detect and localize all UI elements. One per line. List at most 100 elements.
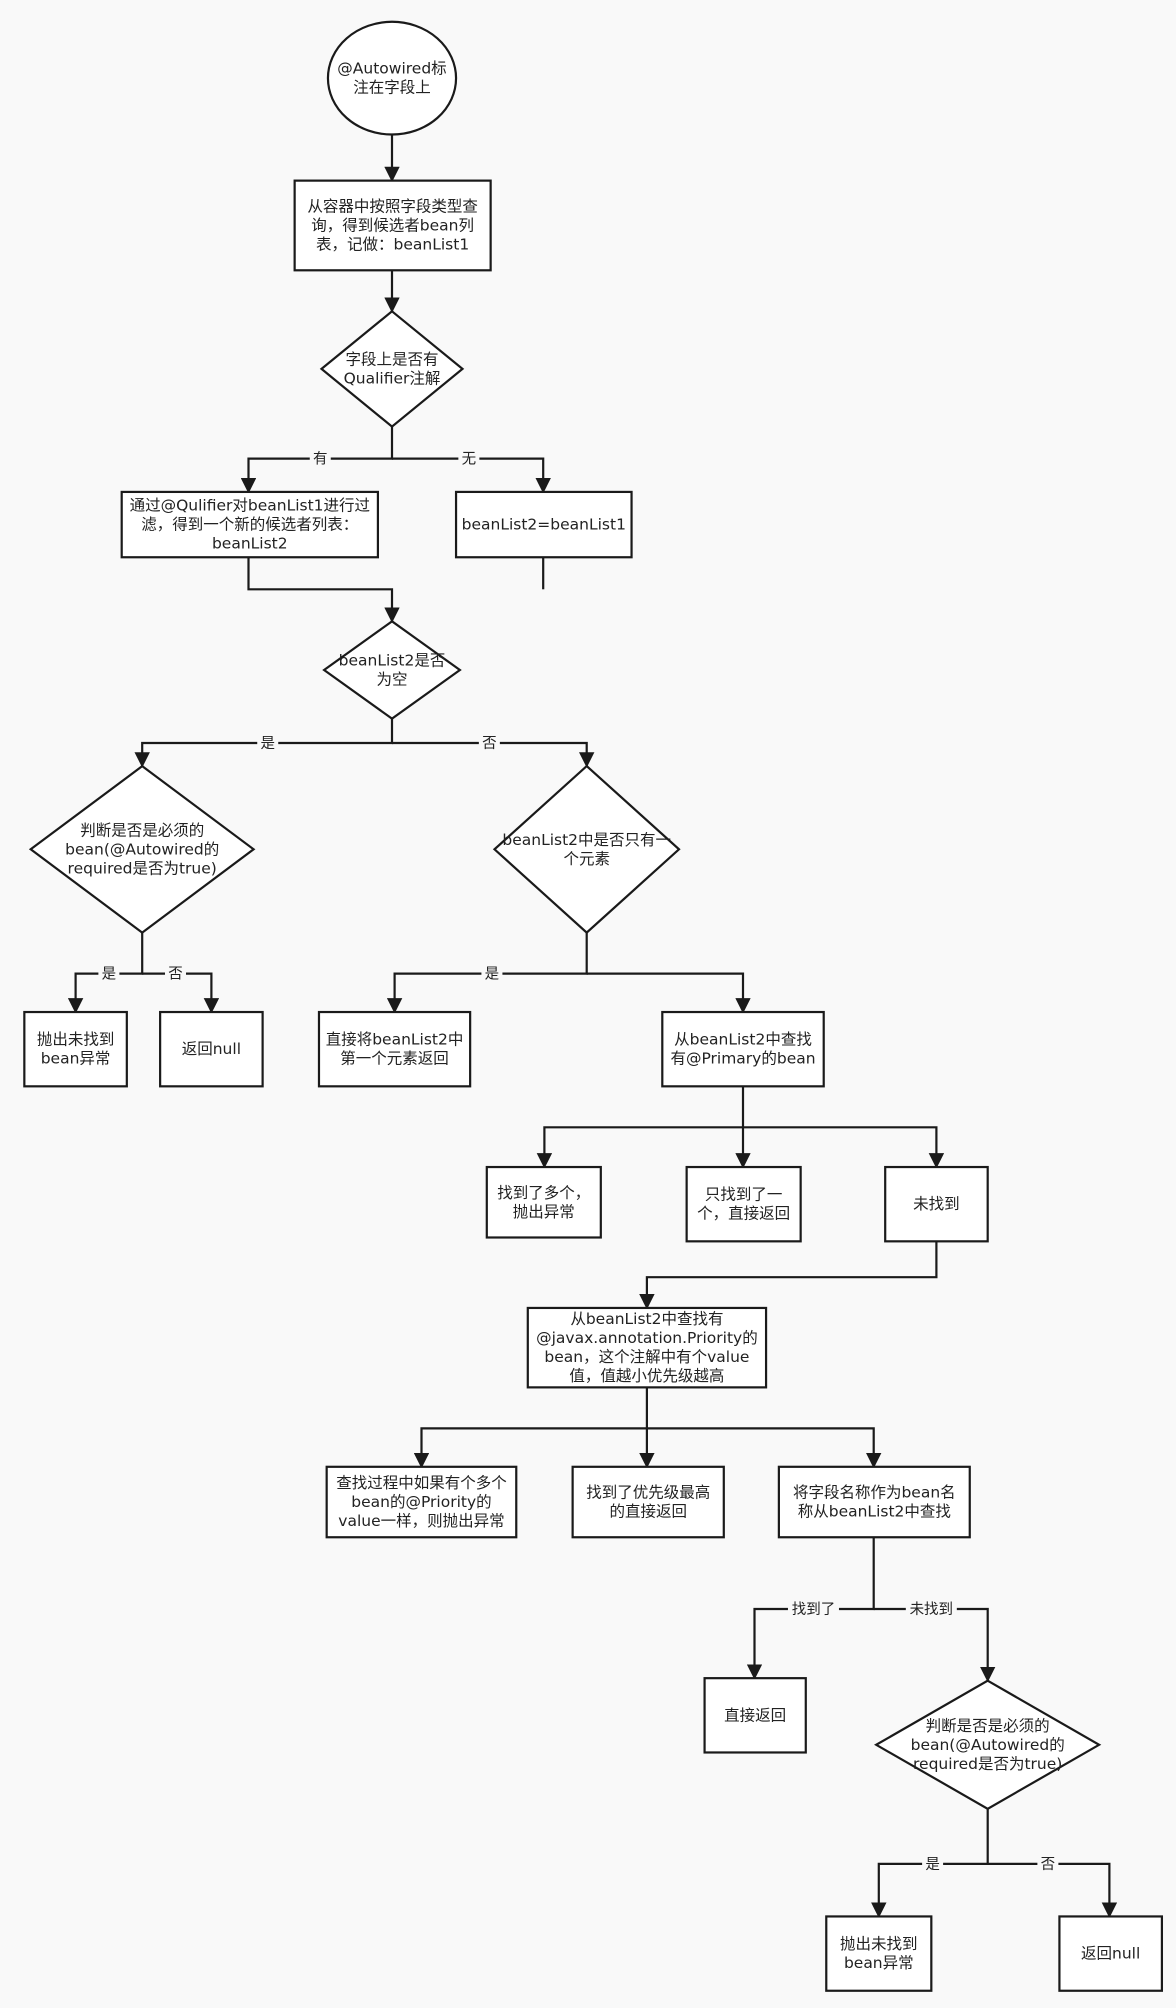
node-label-line: 从beanList2中查找有	[570, 1310, 723, 1328]
node-label-line: 第一个元素返回	[340, 1050, 449, 1068]
connector-arrow	[392, 457, 551, 494]
connector-arrow	[646, 1427, 882, 1469]
process-box	[293, 179, 492, 272]
connector-arrow	[586, 972, 751, 1014]
edge-label-background	[481, 963, 503, 984]
node-found-one: 只找到了一个，直接返回	[685, 1165, 802, 1243]
node-label-line: 称从beanList2中查找	[798, 1503, 952, 1521]
node-is-empty: beanList2是否为空	[322, 619, 462, 721]
decision-diamond	[492, 764, 681, 935]
decision-diamond	[873, 1679, 1102, 1811]
node-label: 直接返回	[724, 1706, 786, 1724]
start-terminal	[326, 20, 458, 136]
process-box	[325, 1465, 518, 1539]
node-label-line: value一样，则抛出异常	[338, 1512, 504, 1530]
connector-arrow	[392, 741, 595, 768]
edges-layer	[67, 134, 1118, 1918]
edge-label-background	[98, 963, 120, 984]
decision-diamond	[322, 619, 462, 721]
node-label-line: 找到了多个，	[497, 1184, 590, 1202]
node-label: 只找到了一个，直接返回	[697, 1186, 790, 1223]
node-find-by-name: 将字段名称作为bean名称从beanList2中查找	[777, 1465, 971, 1539]
node-label-line: beanList2中是否只有一	[502, 831, 671, 849]
node-find-priority: 从beanList2中查找有@javax.annotation.Priority…	[526, 1306, 768, 1389]
process-box	[526, 1306, 768, 1389]
process-box	[23, 1010, 128, 1088]
node-priority-highest: 找到了优先级最高的直接返回	[571, 1465, 725, 1539]
node-label: 从beanList2中查找有@javax.annotation.Priority…	[536, 1310, 758, 1385]
node-label-line: bean的@Priority的	[351, 1493, 491, 1511]
node-only-one: beanList2中是否只有一个元素	[492, 764, 681, 935]
node-label-line: 直接将beanList2中	[326, 1031, 464, 1049]
node-label-line: 判断是否是必须的	[80, 821, 204, 839]
node-label-line: 的直接返回	[609, 1503, 687, 1521]
node-label: 返回null	[182, 1040, 241, 1058]
edge-label: 是	[260, 736, 275, 752]
node-label: 从beanList2中查找有@Primary的bean	[670, 1031, 815, 1068]
edge-labels-layer: 有无是否是否是找到了未找到是否	[98, 448, 1059, 1874]
node-return-null-2: 返回null	[1058, 1915, 1164, 1992]
node-label-line: required是否为true)	[68, 859, 217, 877]
node-query: 从容器中按照字段类型查询，得到候选者bean列表，记做：beanList1	[293, 179, 492, 272]
node-label-line: @javax.annotation.Priority的	[536, 1329, 758, 1347]
edge-label: 否	[1041, 1857, 1056, 1873]
process-box	[884, 1165, 989, 1243]
process-box	[1058, 1915, 1164, 1992]
node-label: 通过@Qulifier对beanList1进行过滤，得到一个新的候选者列表：be…	[130, 497, 370, 553]
node-label: @Autowired标注在字段上	[337, 60, 446, 97]
node-label-line: 注在字段上	[353, 79, 431, 97]
node-label: beanList2中是否只有一个元素	[502, 831, 671, 868]
connector-arrow	[639, 1241, 938, 1310]
node-label-line: beanList2是否	[339, 652, 446, 670]
node-label-line: bean(@Autowired的	[911, 1736, 1065, 1754]
connector-arrow	[536, 1086, 745, 1169]
node-label-line: 返回null	[182, 1040, 241, 1058]
process-box	[317, 1010, 472, 1088]
connector-arrow	[247, 557, 400, 623]
edge-label: 未找到	[910, 1601, 954, 1618]
node-label: 从容器中按照字段类型查询，得到候选者bean列表，记做：beanList1	[307, 198, 478, 254]
connector-arrow	[413, 1387, 648, 1469]
process-box	[777, 1465, 971, 1539]
node-label: 返回null	[1081, 1945, 1140, 1963]
decision-diamond	[319, 309, 465, 429]
node-return-null-1: 返回null	[159, 1010, 264, 1088]
node-find-primary: 从beanList2中查找有@Primary的bean	[661, 1010, 825, 1088]
edge-label: 是	[925, 1857, 940, 1873]
node-label: beanList2=beanList1	[462, 516, 626, 534]
node-label-line: 滤，得到一个新的候选者列表：	[141, 516, 358, 534]
node-start: @Autowired标注在字段上	[326, 20, 458, 136]
node-label: 找到了多个，抛出异常	[497, 1184, 590, 1221]
node-label-line: @Autowired标	[337, 60, 446, 78]
node-label-line: 抛出未找到	[37, 1031, 115, 1049]
node-label: beanList2是否为空	[339, 652, 446, 689]
node-label: 找到了优先级最高的直接返回	[586, 1484, 710, 1521]
node-label-line: 找到了优先级最高	[586, 1484, 710, 1502]
node-label-line: 未找到	[913, 1195, 960, 1213]
node-label: 直接将beanList2中第一个元素返回	[326, 1031, 464, 1068]
edge-label-background	[922, 1853, 944, 1874]
node-label-line: 返回null	[1081, 1945, 1140, 1963]
connector-arrow	[987, 1862, 1118, 1918]
node-label-line: 为空	[376, 671, 407, 689]
node-label-line: 个元素	[563, 850, 610, 868]
edge-label: 无	[462, 452, 477, 468]
process-box	[825, 1915, 933, 1992]
node-found-many: 找到了多个，抛出异常	[485, 1165, 602, 1239]
edge-label-background	[787, 1598, 839, 1619]
process-box	[571, 1465, 725, 1539]
edge-label-background	[1037, 1853, 1059, 1874]
process-box	[685, 1165, 802, 1243]
edge-label: 有	[313, 451, 328, 468]
decision-diamond	[28, 764, 256, 934]
node-return-first: 直接将beanList2中第一个元素返回	[317, 1010, 472, 1088]
connector-arrow	[743, 1126, 945, 1169]
node-label-line: bean(@Autowired的	[65, 840, 219, 858]
node-label-line: 抛出未找到	[840, 1935, 918, 1953]
node-assign: beanList2=beanList1	[454, 490, 633, 559]
